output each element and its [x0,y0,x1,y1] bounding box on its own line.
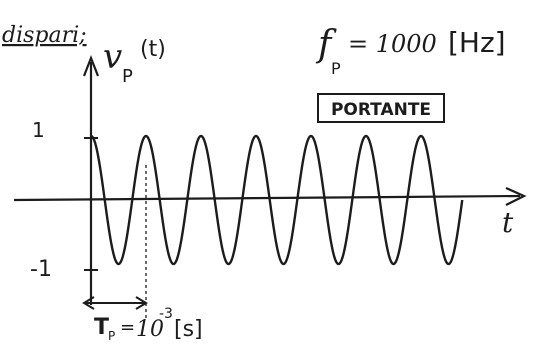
header-word: dispari; [2,23,87,48]
y-axis-label-arg: (t) [140,37,166,62]
frequency-sub: P [331,59,341,78]
x-axis-arrow-icon [505,186,527,206]
frequency-unit: [Hz] [448,26,506,59]
x-axis-label: t [502,206,514,239]
period-exp: -3 [159,306,173,322]
y-axis-label-letter: v [103,37,122,77]
y-axis-arrow-icon [82,54,100,77]
y-tick-label-top: 1 [32,118,45,142]
carrier-label: PORTANTE [331,100,431,120]
period-sub: P [108,329,115,343]
period-arrow-right-icon [135,296,148,310]
carrier-waveform [90,134,464,266]
y-tick-label-bottom: -1 [30,257,52,282]
period-base: 10 [136,317,164,342]
period-unit: [s] [174,317,203,342]
y-axis-label-sub: P [122,66,133,87]
period-letter: T [94,315,109,340]
period-equals: = [120,317,135,338]
frequency-value: = 1000 [348,30,437,58]
x-axis [13,194,521,202]
carrier-label-box [317,93,445,123]
period-arrow-left-icon [82,296,95,310]
